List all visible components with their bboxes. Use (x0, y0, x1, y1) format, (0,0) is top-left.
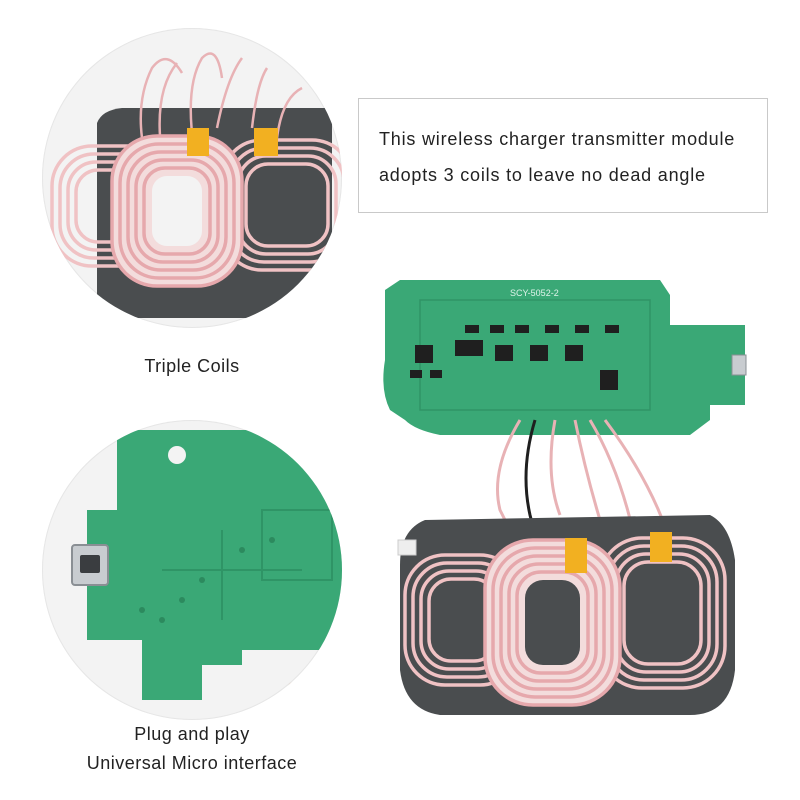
charger-module-photo: SCY-5052-2 (383, 280, 747, 715)
callout-line-2: adopts 3 coils to leave no dead angle (379, 165, 706, 185)
triple-coils-caption: Triple Coils (144, 356, 240, 376)
pcb-silkscreen: SCY-5052-2 (510, 288, 559, 298)
callout-line-1: This wireless charger transmitter module (379, 129, 736, 149)
micro-usb-caption: Plug and play Universal Micro interface (42, 720, 342, 778)
universal-micro-interface-text: Universal Micro interface (86, 753, 298, 773)
feature-callout-box: This wireless charger transmitter module… (358, 98, 768, 213)
triple-coils-closeup (42, 28, 342, 328)
plug-and-play-text: Plug and play (134, 724, 250, 744)
micro-usb-closeup (42, 420, 342, 720)
triple-coils-closeup-image (50, 52, 342, 318)
micro-usb-closeup-image (71, 430, 342, 701)
pcb-board (383, 280, 745, 435)
